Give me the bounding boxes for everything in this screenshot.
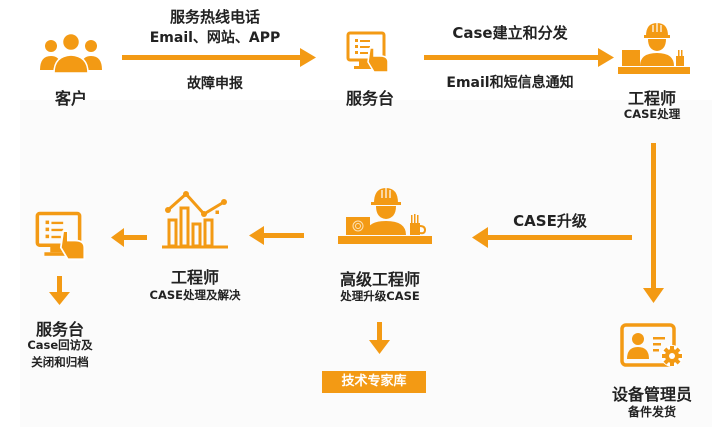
arrow-customer-to-desk	[122, 55, 302, 60]
arrow-head	[300, 48, 316, 67]
arrow-head	[369, 340, 390, 354]
id-card-gear-icon	[620, 323, 683, 367]
arrow-engineer-to-desk	[122, 235, 147, 240]
customer-label: 客户	[54, 89, 87, 108]
arrow-engineer-down	[651, 143, 656, 290]
service-desk-final-sublabel-2: 关闭和归档	[31, 355, 89, 369]
equipment-manager-sublabel: 备件发货	[627, 405, 676, 419]
arrow-senior-down	[377, 322, 382, 342]
service-desk-label: 服务台	[345, 89, 394, 108]
edge-label-channels: Email、网站、APP	[149, 30, 281, 46]
bar-chart-trend-icon	[162, 191, 228, 249]
edge-label-case-creation: Case建立和分发	[452, 24, 568, 42]
senior-engineer-sublabel: 处理升级CASE	[340, 289, 420, 303]
arrow-head	[643, 288, 664, 303]
arrow-head	[111, 228, 124, 247]
monitor-touch-icon	[346, 31, 389, 73]
engineer-desk-icon	[338, 188, 432, 244]
expert-library-box: 技术专家库	[322, 371, 426, 393]
edge-label-escalation: CASE升级	[513, 212, 587, 230]
engineer-desk-icon	[618, 23, 690, 74]
edge-label-notification: Email和短信息通知	[446, 75, 574, 91]
engineer-mid-sublabel: CASE处理及解决	[149, 288, 241, 302]
arrow-escalation	[486, 235, 632, 240]
arrow-head	[472, 227, 488, 248]
arrow-desk-to-engineer	[424, 55, 600, 60]
engineer-mid-label: 工程师	[170, 268, 219, 287]
service-desk-final-sublabel-1: Case回访及	[27, 338, 93, 352]
arrow-head	[249, 226, 264, 245]
service-desk-final-label: 服务台	[35, 320, 84, 339]
edge-label-fault-report: 故障申报	[187, 76, 243, 92]
edge-label-hotline: 服务热线电话	[169, 8, 260, 26]
arrow-head	[598, 48, 614, 67]
engineer-top-label: 工程师	[627, 89, 676, 108]
monitor-touch-icon	[35, 211, 86, 261]
users-group-icon	[40, 32, 102, 74]
equipment-manager-label: 设备管理员	[611, 385, 692, 404]
arrow-senior-to-engineer	[262, 233, 304, 238]
arrow-head	[49, 292, 70, 305]
arrow-desk-down	[57, 276, 62, 294]
senior-engineer-label: 高级工程师	[339, 270, 420, 289]
engineer-top-sublabel: CASE处理	[623, 107, 681, 121]
